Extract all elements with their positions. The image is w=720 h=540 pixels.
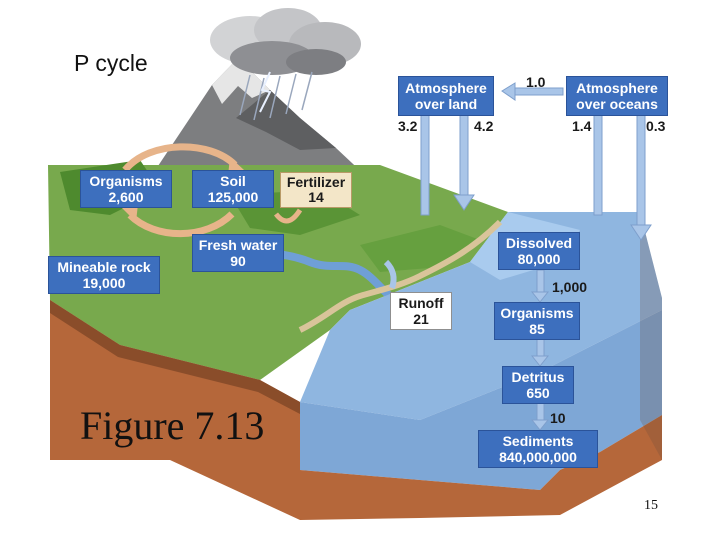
mountain-snow <box>212 58 270 104</box>
pool-soil: Soil 125,000 <box>192 170 274 208</box>
pool-sediments: Sediments 840,000,000 <box>478 430 598 468</box>
land-cross-section-top <box>50 300 300 414</box>
rain-streaks <box>239 71 313 121</box>
block-right-side <box>640 212 662 460</box>
pool-value: 85 <box>529 321 545 337</box>
pool-organisms-ocean: Organisms 85 <box>494 302 580 340</box>
fertilizer-arrow <box>274 208 303 224</box>
pool-value: 80,000 <box>517 251 561 267</box>
pool-name: Detritus <box>511 369 565 385</box>
pool-atmosphere-over-land: Atmosphere over land <box>398 76 494 116</box>
figure-caption: Figure 7.13 <box>80 403 265 448</box>
pool-value: 2,600 <box>108 189 144 205</box>
storm-cloud <box>210 8 361 75</box>
recycle-arrowhead-bottom <box>122 204 138 222</box>
flux-ocean-atmosphere-down: 0.3 <box>646 118 666 134</box>
pool-name: Dissolved <box>505 235 573 251</box>
pool-atmosphere-over-oceans: Atmosphere over oceans <box>566 76 668 116</box>
pool-value: 21 <box>413 311 429 327</box>
flux-dissolved-to-organisms: 1,000 <box>552 279 588 295</box>
pool-value: 90 <box>230 253 246 269</box>
pool-detritus: Detritus 650 <box>502 366 574 404</box>
pool-name: Atmosphere over oceans <box>576 80 658 112</box>
land-surface <box>48 165 508 380</box>
pool-runoff: Runoff 21 <box>390 292 452 330</box>
green-hills-3 <box>360 225 480 272</box>
ocean-sediment <box>300 415 662 520</box>
ocean-column-arrows <box>383 259 550 431</box>
pool-fertilizer: Fertilizer 14 <box>280 172 352 208</box>
pool-name: Organisms <box>500 305 574 321</box>
pool-value: 840,000,000 <box>499 449 577 465</box>
lightning-icon <box>259 71 272 113</box>
flux-land-to-ocean-atmosphere: 1.0 <box>526 74 546 90</box>
pool-value: 19,000 <box>82 275 126 291</box>
pool-name: Mineable rock <box>57 259 151 275</box>
recycle-arrow-bottom <box>127 211 235 238</box>
flux-ocean-atmosphere-up: 1.4 <box>572 118 592 134</box>
pool-name: Soil <box>220 173 246 189</box>
pool-name: Sediments <box>502 433 574 449</box>
pool-name: Atmosphere over land <box>405 80 487 112</box>
land-cross-section <box>50 300 300 520</box>
pool-dissolved: Dissolved 80,000 <box>498 232 580 270</box>
pool-name: Fresh water <box>198 237 278 253</box>
recycle-arrow-top <box>122 143 238 173</box>
flux-detritus-to-sediments: 10 <box>550 410 566 426</box>
pool-value: 125,000 <box>207 189 259 205</box>
pool-value: 14 <box>308 189 324 205</box>
pool-name: Fertilizer <box>286 174 346 190</box>
pool-fresh-water: Fresh water 90 <box>192 234 284 272</box>
flux-land-atmosphere-down: 4.2 <box>474 118 494 134</box>
mountain-ridge <box>236 90 336 150</box>
pool-name: Runoff <box>398 295 444 311</box>
pool-organisms-land: Organisms 2,600 <box>80 170 172 208</box>
page-number: 15 <box>644 498 658 513</box>
flux-land-atmosphere-up: 3.2 <box>398 118 418 134</box>
pool-name: Organisms <box>89 173 163 189</box>
pool-mineable-rock: Mineable rock 19,000 <box>48 256 160 294</box>
page-title: P cycle <box>74 50 148 76</box>
pool-value: 650 <box>526 385 550 401</box>
